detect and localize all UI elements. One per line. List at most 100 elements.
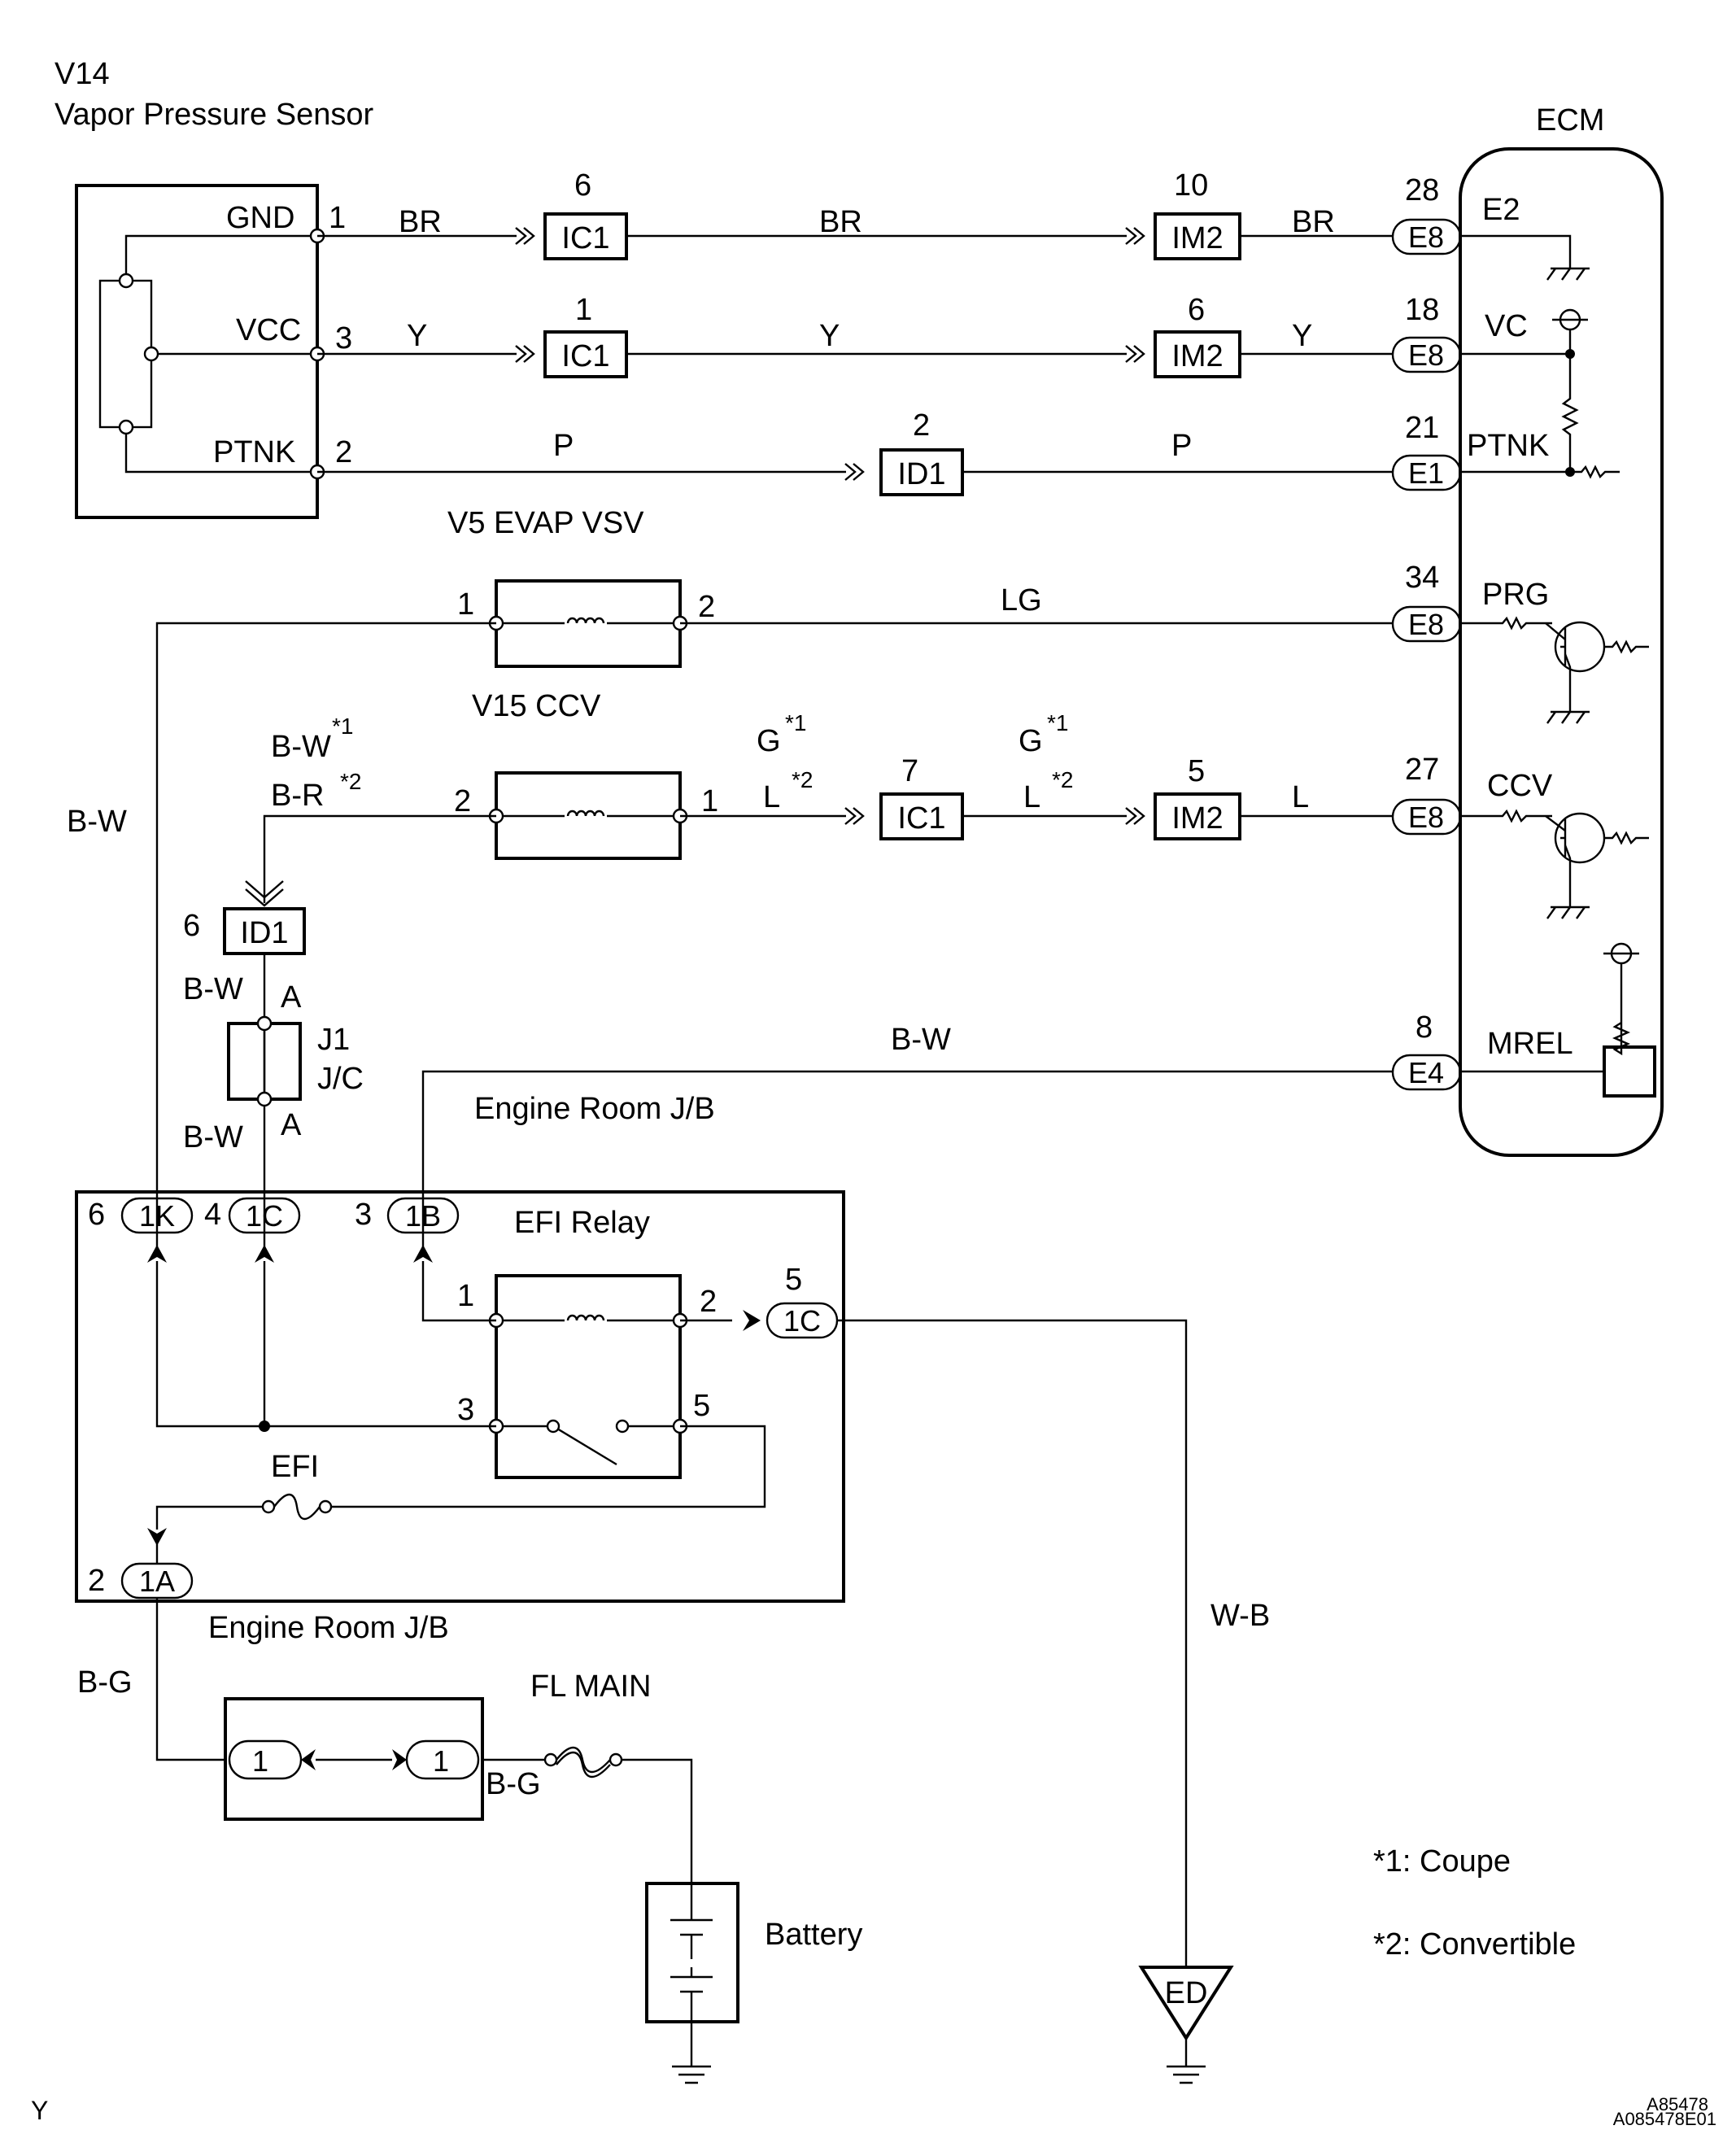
wire-bg-left: B-G bbox=[77, 1665, 133, 1700]
corner-mark: Y bbox=[31, 2096, 48, 2125]
engine-room-jb-label-bottom: Engine Room J/B bbox=[208, 1611, 449, 1645]
bw-br-wire bbox=[263, 814, 496, 903]
svg-text:IM2: IM2 bbox=[1171, 339, 1223, 373]
wire-g-2: G bbox=[1019, 724, 1043, 758]
sensor-pin-3: 3 bbox=[335, 321, 352, 356]
ecm-ccv: CCV bbox=[1487, 769, 1553, 803]
connector-e8-gnd: E8 bbox=[1391, 218, 1462, 255]
note-coupe: *1: Coupe bbox=[1373, 1844, 1511, 1879]
wire-br-1: BR bbox=[399, 205, 442, 239]
efi-fuse bbox=[261, 1493, 333, 1521]
pin-ic1-gnd: 6 bbox=[574, 168, 591, 203]
evap-pin-1: 1 bbox=[457, 587, 474, 622]
connector-1a: 1A bbox=[120, 1562, 194, 1600]
fl-main-fuse bbox=[543, 1746, 623, 1778]
gnd-circuit bbox=[317, 226, 1590, 281]
gnd-terminal: GND bbox=[226, 201, 294, 235]
bg-wire bbox=[155, 1598, 225, 1761]
wire-l-3: L bbox=[1292, 780, 1309, 814]
ecm-label: ECM bbox=[1536, 103, 1604, 137]
connector-1b: 1B bbox=[386, 1197, 460, 1234]
ccv-pin-2: 2 bbox=[454, 784, 471, 818]
svg-text:1: 1 bbox=[252, 1744, 268, 1778]
pin-1c-right: 5 bbox=[785, 1263, 802, 1297]
pin-id1-left: 6 bbox=[183, 909, 200, 943]
svg-text:ED: ED bbox=[1165, 1976, 1208, 2010]
sup-bw: *1 bbox=[332, 714, 353, 739]
wire-p-1: P bbox=[553, 429, 574, 463]
pin-1a: 2 bbox=[88, 1564, 105, 1598]
connector-id1-ptnk: ID1 bbox=[879, 448, 964, 496]
wire-g-1: G bbox=[757, 724, 781, 758]
connector-ic1-vcc: IC1 bbox=[543, 330, 628, 378]
ecm-e2: E2 bbox=[1482, 193, 1520, 227]
ecm-vc: VC bbox=[1485, 309, 1528, 343]
pin-e8-ccv: 27 bbox=[1405, 753, 1439, 787]
ccv-label: V15 CCV bbox=[472, 689, 601, 723]
wire-wb: W-B bbox=[1210, 1599, 1270, 1633]
transistor-prg bbox=[1545, 621, 1649, 724]
pin-e4-mrel: 8 bbox=[1415, 1010, 1433, 1045]
svg-text:E8: E8 bbox=[1408, 220, 1444, 254]
svg-text:IC1: IC1 bbox=[561, 339, 609, 373]
ecm-ptnk: PTNK bbox=[1467, 429, 1549, 463]
connector-ic1-gnd: IC1 bbox=[543, 212, 628, 260]
ground-ed: ED bbox=[1138, 1966, 1234, 2084]
fl-main-label: FL MAIN bbox=[530, 1669, 652, 1704]
pin-e8-prg: 34 bbox=[1405, 561, 1439, 595]
svg-text:E8: E8 bbox=[1408, 608, 1444, 641]
efi-relay bbox=[488, 1274, 688, 1479]
connector-im2-gnd: IM2 bbox=[1154, 212, 1241, 260]
jc-label: J/C bbox=[317, 1062, 364, 1096]
relay-switch-in bbox=[155, 1261, 496, 1428]
sup-l-2: *2 bbox=[1052, 767, 1073, 792]
evap-vsv-label: V5 EVAP VSV bbox=[447, 506, 644, 540]
sup-g-2: *1 bbox=[1047, 710, 1068, 735]
pin-im2-ccv: 5 bbox=[1188, 754, 1205, 788]
wire-br-3: BR bbox=[1292, 205, 1335, 239]
figure-code-bottom: A085478E01 bbox=[1613, 2109, 1716, 2129]
pin-id1-ptnk: 2 bbox=[913, 408, 930, 443]
wire-lg: LG bbox=[1001, 583, 1042, 618]
wire-bw-mrel: B-W bbox=[891, 1023, 951, 1057]
fl-main-block: 1 1 bbox=[224, 1697, 484, 1821]
junction-j1 bbox=[227, 1015, 302, 1107]
pin-e1-ptnk: 21 bbox=[1405, 411, 1439, 445]
pin-ic1-vcc: 1 bbox=[575, 293, 592, 327]
wire-br-2: BR bbox=[819, 205, 862, 239]
transistor-ccv bbox=[1545, 812, 1649, 919]
wire-br-conv: B-R bbox=[271, 779, 324, 813]
connector-im2-vcc: IM2 bbox=[1154, 330, 1241, 378]
svg-text:E4: E4 bbox=[1408, 1056, 1444, 1089]
j1-label: J1 bbox=[317, 1023, 350, 1057]
relay-pin-1: 1 bbox=[457, 1279, 474, 1313]
svg-text:1A: 1A bbox=[139, 1565, 175, 1598]
wire-l-2: L bbox=[1023, 780, 1040, 814]
svg-text:E8: E8 bbox=[1408, 338, 1444, 372]
pin-ic1-ccv: 7 bbox=[901, 754, 918, 788]
svg-text:E8: E8 bbox=[1408, 801, 1444, 834]
ecm-mrel: MREL bbox=[1487, 1027, 1573, 1061]
svg-text:IC1: IC1 bbox=[897, 801, 945, 836]
mrel-bw-wire bbox=[421, 1070, 1393, 1192]
pin-a-bottom: A bbox=[281, 1108, 302, 1142]
relay-coil-feed bbox=[421, 1261, 496, 1322]
battery-label: Battery bbox=[765, 1918, 862, 1952]
sup-l-1: *2 bbox=[792, 767, 813, 792]
ccv-pin-1: 1 bbox=[701, 784, 718, 818]
sup-g-1: *1 bbox=[785, 710, 806, 735]
connector-ic1-ccv: IC1 bbox=[879, 792, 964, 840]
ccv-ecm-wire bbox=[1460, 809, 1552, 823]
ptnk-terminal: PTNK bbox=[213, 435, 295, 469]
connector-im2-ccv: IM2 bbox=[1154, 792, 1241, 840]
wire-y-1: Y bbox=[407, 319, 427, 353]
relay-pin-5: 5 bbox=[693, 1389, 710, 1423]
connector-1k: 1K bbox=[120, 1197, 194, 1234]
connector-1c-right: 1C bbox=[766, 1302, 839, 1339]
connector-e4-mrel: E4 bbox=[1391, 1054, 1462, 1091]
engine-room-jb-label-top: Engine Room J/B bbox=[474, 1092, 715, 1126]
svg-text:IM2: IM2 bbox=[1171, 221, 1223, 255]
wire-bw-jc-top: B-W bbox=[183, 972, 243, 1006]
sensor-pin-2: 2 bbox=[335, 435, 352, 469]
